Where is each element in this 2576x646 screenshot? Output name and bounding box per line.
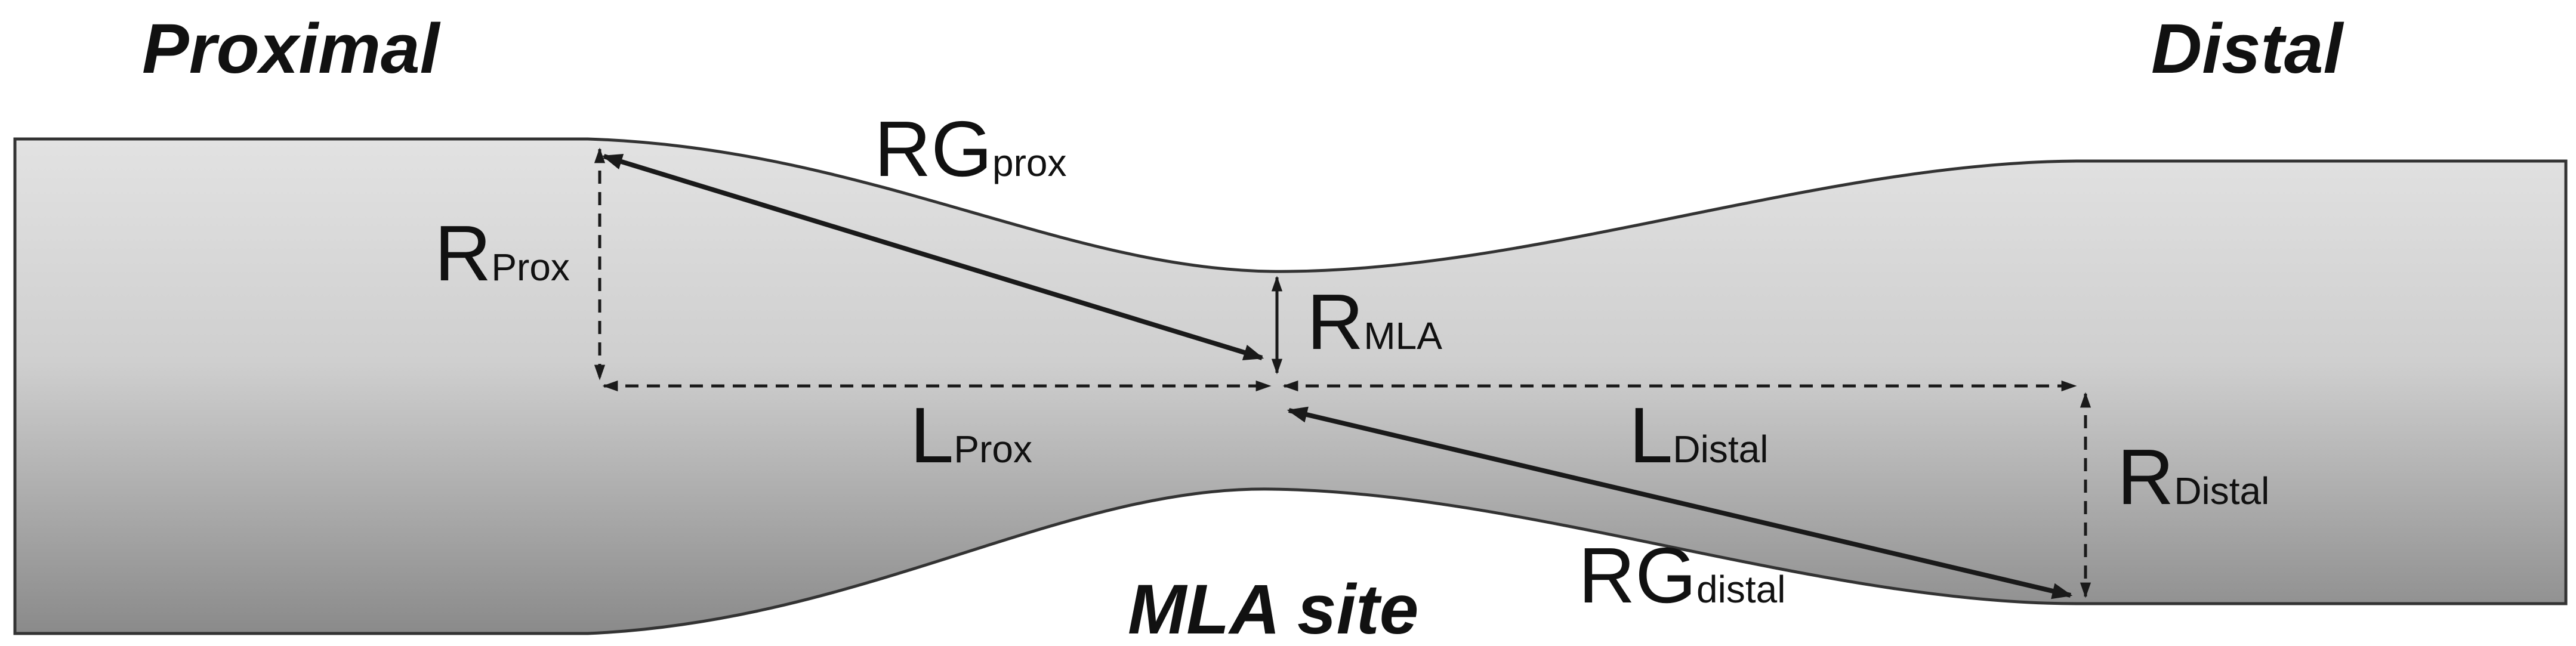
mla-site-label: MLA site bbox=[1128, 570, 1418, 646]
proximal-label: Proximal bbox=[142, 10, 441, 88]
r-distal-label: RDistal bbox=[2117, 433, 2269, 521]
rg-distal-label: RGdistal bbox=[1578, 531, 1785, 619]
l-prox-label: LProx bbox=[910, 391, 1032, 479]
rg-prox-label: RGprox bbox=[874, 105, 1067, 193]
distal-label: Distal bbox=[2151, 10, 2344, 88]
rg-prox-arrow bbox=[601, 153, 1264, 361]
r-mla-label: RMLA bbox=[1307, 278, 1442, 366]
r-prox-label: RProx bbox=[434, 209, 570, 297]
rg-distal-arrow bbox=[1287, 406, 2073, 599]
